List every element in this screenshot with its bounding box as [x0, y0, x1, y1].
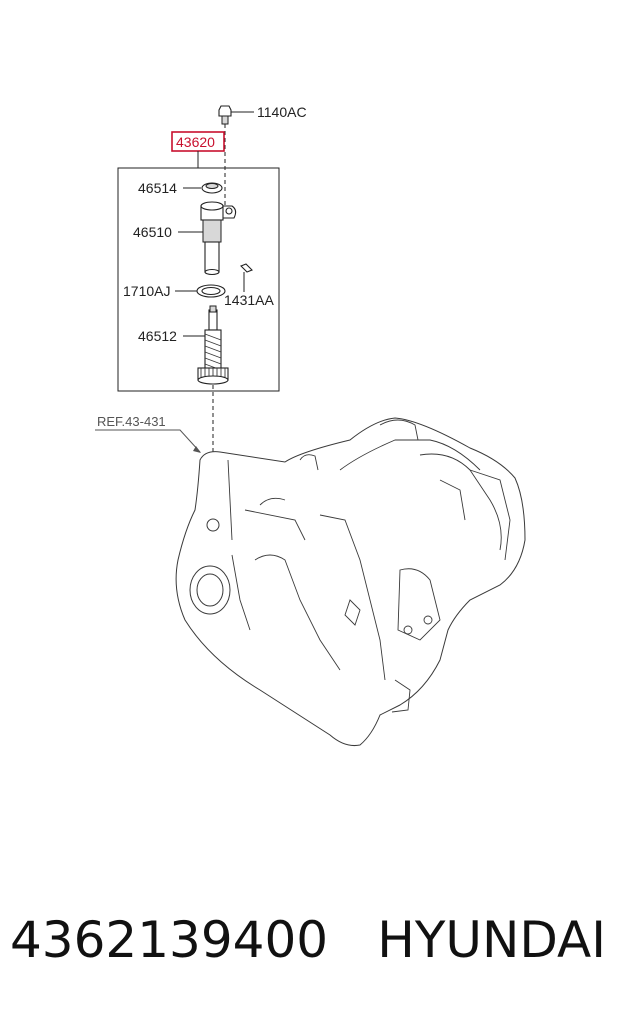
- callout-46512: 46512: [138, 328, 177, 344]
- transaxle-housing-drawing: [175, 417, 526, 746]
- callout-ref-43-431: REF.43-431: [97, 414, 166, 429]
- ref-leader: [95, 429, 201, 453]
- assembly-group-box: [117, 167, 280, 392]
- bolt-1140ac-drawing: [218, 105, 254, 125]
- callout-1431aa: 1431AA: [224, 292, 274, 308]
- part-number: 4362139400: [10, 911, 329, 969]
- callout-46514: 46514: [138, 180, 177, 196]
- ref-arrow: [193, 446, 201, 453]
- housing-46510-drawing: [178, 201, 237, 276]
- pin-1431aa-drawing: [240, 263, 253, 292]
- callout-1710aj: 1710AJ: [123, 283, 170, 299]
- seal-46514-drawing: [183, 182, 223, 194]
- exploded-parts-diagram: 1140AC 43620 46514 46510 1431AA 1710AJ: [95, 104, 526, 746]
- callout-43620: 43620: [176, 134, 215, 150]
- brand-name: HYUNDAI: [377, 911, 606, 969]
- gear-46512-drawing: [183, 305, 229, 385]
- callout-46510: 46510: [133, 224, 172, 240]
- oring-1710aj-drawing: [175, 284, 226, 298]
- footer: 4362139400 HYUNDAI: [0, 895, 620, 985]
- callout-1140ac: 1140AC: [257, 104, 307, 120]
